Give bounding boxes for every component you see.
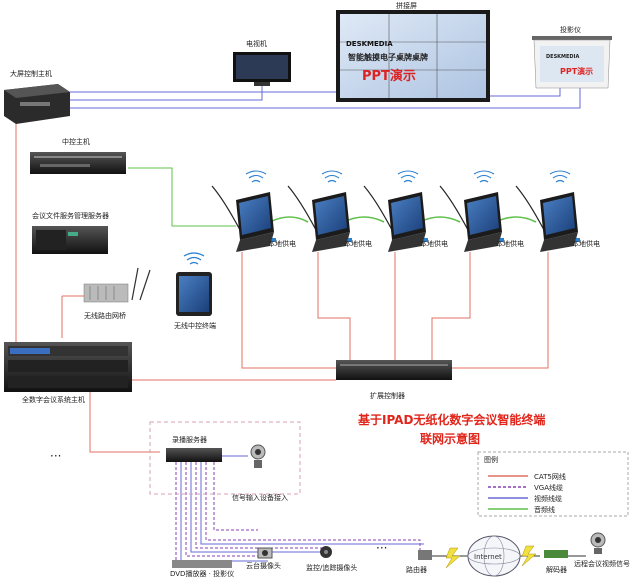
remote-site: 远程会议视频信号 (574, 532, 630, 568)
diagram-title: 基于IPAD无纸化数字会议智能终端 联网示意图 (357, 412, 545, 446)
cam2-label: 监控/追踪摄像头 (306, 563, 357, 572)
conference-terminal: 本地供电 (287, 170, 372, 252)
video-cable-tv (70, 84, 263, 101)
title-line-1: 基于IPAD无纸化数字会议智能终端 (357, 412, 545, 427)
wifi-icon (397, 170, 419, 183)
terminal-power-label: 本地供电 (420, 239, 448, 248)
dome-camera-icon (320, 546, 332, 558)
internet-label: Internet (474, 553, 502, 561)
legend-label: 音频线 (534, 505, 555, 514)
cables (15, 84, 586, 567)
wifi-icon (245, 170, 267, 183)
sign-left-label: 信号输入设备接入 (232, 493, 288, 502)
router-label: 路由器 (406, 565, 427, 574)
recorder-group: 录播服务器 信号输入设备接入 (149, 421, 301, 502)
file-server-label: 会议文件服务管理服务器 (32, 211, 109, 220)
remote-site-label: 远程会议视频信号 (574, 559, 630, 568)
terminal-power-label: 本地供电 (268, 239, 296, 248)
webcam-icon (250, 444, 266, 468)
wireless-pad: 无线中控终端 (174, 252, 216, 330)
recorder-label: 录播服务器 (172, 435, 207, 444)
tv: 电视机 (233, 39, 291, 86)
led-screen: 拼接屏 DESKMEDIA 智能触摸电子桌牌桌牌 PPT演示 (336, 1, 490, 102)
screen-line1: 智能触摸电子桌牌桌牌 (348, 52, 428, 62)
screen-line2: PPT演示 (362, 68, 416, 84)
title-line-2: 联网示意图 (420, 431, 480, 446)
internet-cloud: Internet (467, 535, 521, 577)
audio-link-34 (419, 216, 461, 223)
conference-terminal: 本地供电 (515, 170, 600, 252)
audio-cable (128, 167, 236, 227)
wireless-pad-label: 无线中控终端 (174, 321, 216, 330)
wireless-bridge-label: 无线路由网桥 (84, 311, 126, 320)
tv-label: 电视机 (246, 39, 267, 48)
wifi-icon (549, 170, 571, 183)
ptz-camera-icon (257, 547, 273, 559)
dvd-player: DVD播放器 · 投影仪 (170, 560, 234, 578)
wifi-icon (473, 170, 495, 183)
cat5-branch-4 (431, 252, 471, 360)
audio-link-23 (343, 216, 385, 223)
wifi-icon (321, 170, 343, 183)
expander: 扩展控制器 (336, 360, 452, 400)
file-server: 会议文件服务管理服务器 (32, 211, 109, 254)
conference-terminal: 本地供电 (363, 170, 448, 252)
main-host: 全数字会议系统主机 (4, 342, 132, 404)
terminal-power-label: 本地供电 (496, 239, 524, 248)
main-host-label: 全数字会议系统主机 (22, 395, 85, 404)
projector-line: PPT演示 (560, 66, 593, 76)
central-host-label: 中控主机 (62, 137, 90, 146)
legend-label: CAT5网线 (534, 472, 566, 481)
terminal-power-label: 本地供电 (572, 239, 600, 248)
camera-2: 监控/追踪摄像头 (306, 546, 357, 572)
router: 路由器 (406, 550, 432, 574)
big-screen-host-label: 大屏控制主机 (10, 69, 52, 78)
legend-title: 图例 (484, 455, 498, 464)
ellipsis-left: ··· (50, 449, 61, 463)
projector-logo: DESKMEDIA (546, 54, 579, 60)
webcam-icon-remote (590, 532, 606, 554)
conference-terminal: 本地供电 (211, 170, 296, 252)
video-cable-projector (70, 86, 581, 109)
wifi-icon (183, 252, 205, 265)
projector-label: 投影仪 (560, 25, 581, 34)
terminals: 本地供电 本地供电 本地供电 本地供电 本地供电 (211, 170, 600, 252)
conference-terminal: 本地供电 (439, 170, 524, 252)
screen-logo: DESKMEDIA (346, 40, 393, 48)
audio-link-45 (495, 216, 537, 223)
lightning-icon-2 (521, 545, 537, 567)
ellipsis-bottom: ··· (376, 541, 387, 555)
encoder: 解码器 (544, 550, 568, 574)
dvd-label: DVD播放器 · 投影仪 (170, 569, 234, 578)
cam1-label: 云台摄像头 (246, 561, 281, 570)
cat5-branch-1 (241, 252, 336, 369)
audio-link-12 (269, 216, 309, 223)
cat5-recorder (89, 392, 160, 453)
expander-label: 扩展控制器 (370, 391, 405, 400)
cat5-branch-2 (317, 252, 351, 360)
big-screen-host: 大屏控制主机 (4, 69, 70, 124)
projector-screen: 投影仪 DESKMEDIA PPT演示 (532, 25, 612, 89)
terminal-power-label: 本地供电 (344, 239, 372, 248)
legend-label: VGA线缆 (534, 483, 563, 492)
cat5-branch-5 (452, 252, 549, 369)
lightning-icon-1 (445, 547, 461, 569)
wireless-bridge: 无线路由网桥 (83, 267, 151, 320)
led-screen-label: 拼接屏 (396, 1, 417, 10)
legend-label: 视频线缆 (534, 494, 562, 503)
video-cable-projector-2 (490, 86, 561, 97)
central-host: 中控主机 (30, 137, 126, 174)
camera-1: 云台摄像头 (246, 547, 281, 570)
video-cables-bottom (180, 455, 424, 562)
encoder-label: 解码器 (546, 565, 567, 574)
